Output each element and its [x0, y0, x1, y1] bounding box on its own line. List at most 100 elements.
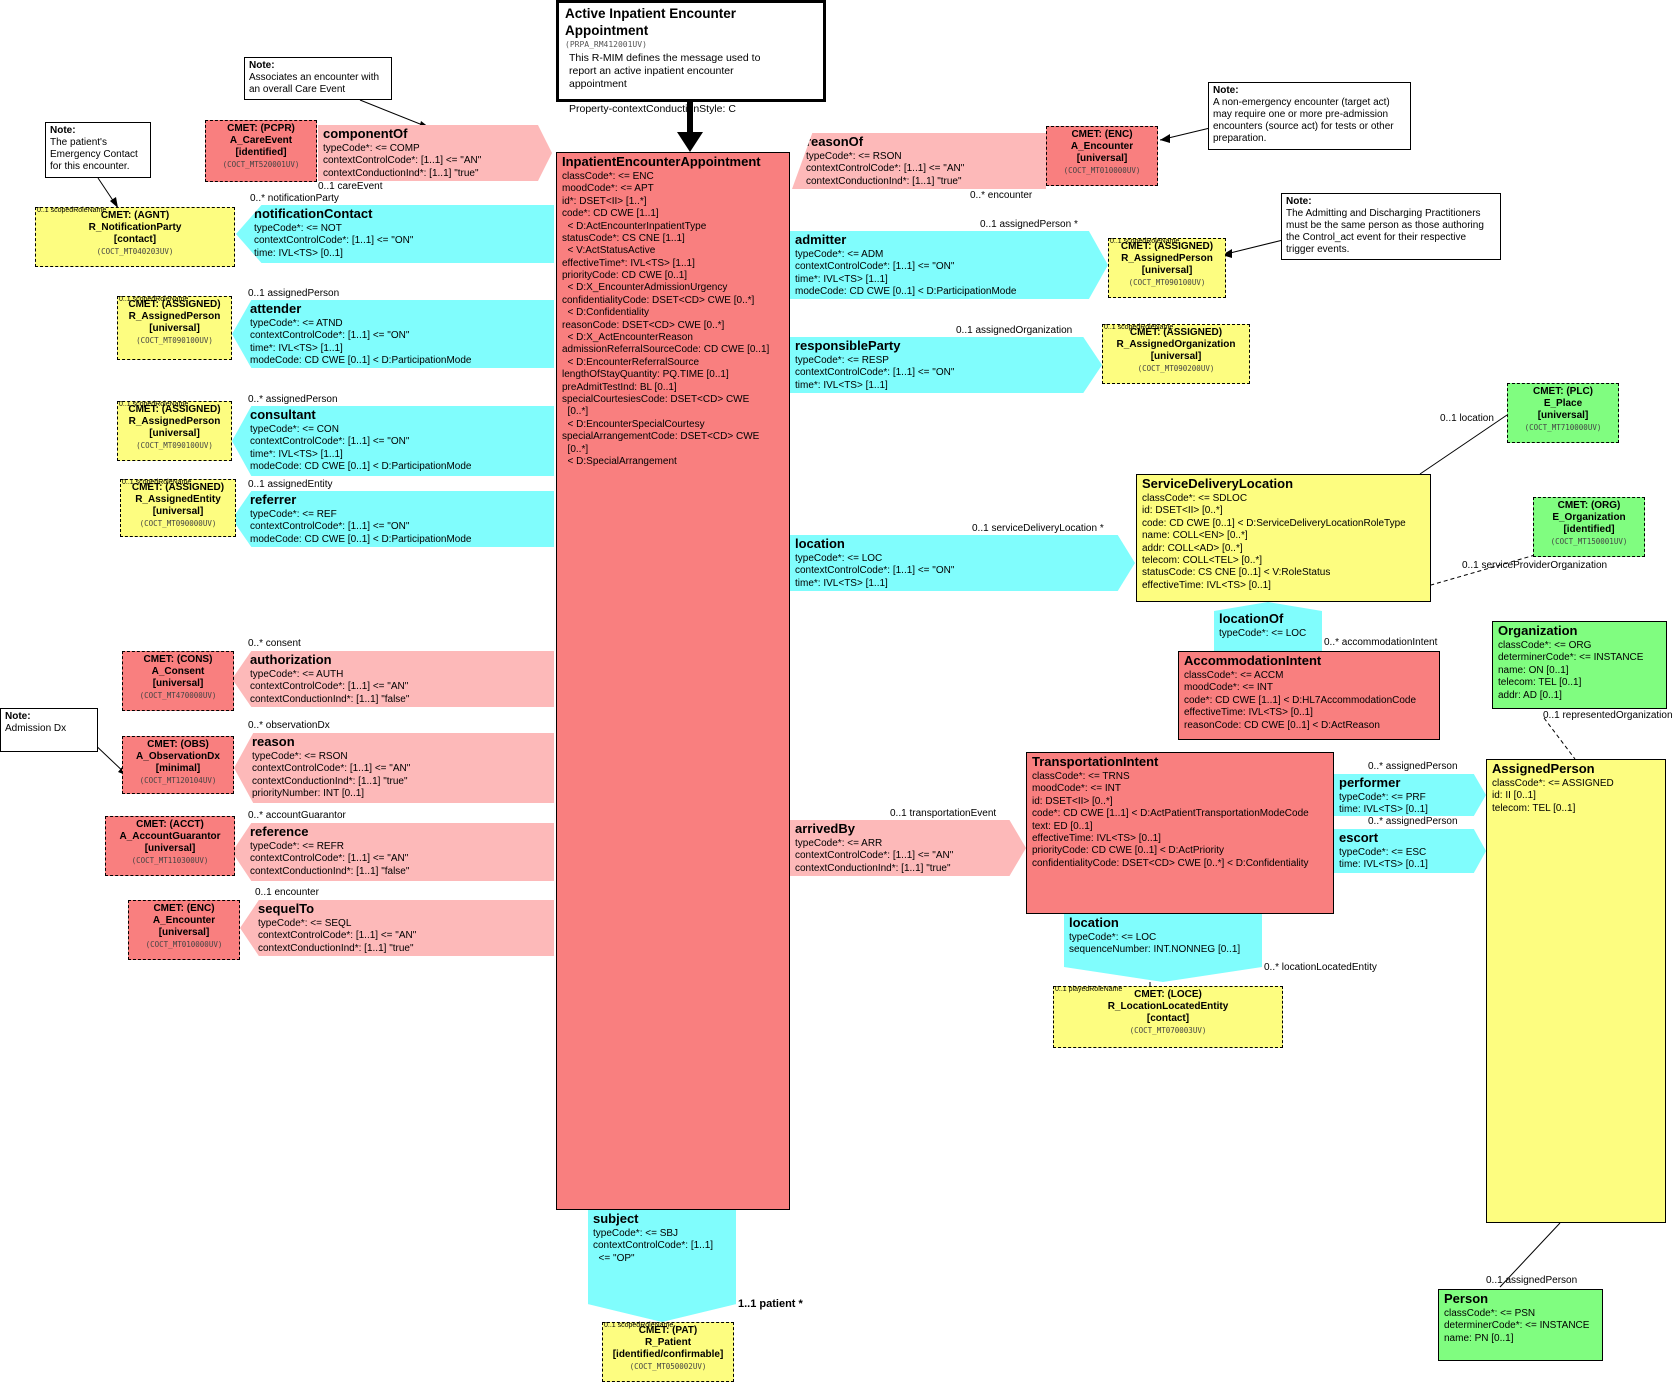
- cmet-admitter-assigned-person[interactable]: 0..1 scopedRoleName CMET: (ASSIGNED)R_As…: [1108, 238, 1226, 298]
- attribute-line: telecom: TEL [0..1]: [1498, 677, 1582, 689]
- attribute-line: specialCourtesiesCode: DSET<CD> CWE: [562, 393, 750, 405]
- attribute-line: admissionReferralSourceCode: CD CWE [0..…: [562, 344, 770, 356]
- attribute-line: classCode*: <= TRNS: [1032, 770, 1130, 782]
- attribute-line: reasonCode: DSET<CD> CWE [0..*]: [562, 319, 725, 331]
- attribute-line: classCode*: <= ACCM: [1184, 669, 1284, 681]
- cmet-care-event[interactable]: CMET: (PCPR)A_CareEvent[identified](COCT…: [205, 120, 317, 182]
- participation-consultant[interactable]: consultant typeCode*: <= CON contextCont…: [232, 406, 554, 476]
- cmet-responsible-assigned-organization[interactable]: 0..1 scopedRoleName CMET: (ASSIGNED)R_As…: [1102, 324, 1250, 384]
- attribute-line: confidentialityCode: DSET<CD> CWE [0..*]: [562, 294, 755, 306]
- participation-notification-contact[interactable]: notificationContact typeCode*: <= NOT co…: [236, 205, 554, 263]
- attribute-line: id: DSET<II> [0..*]: [1142, 505, 1223, 517]
- attribute-line: addr: AD [0..1]: [1498, 689, 1562, 701]
- participation-responsible-party[interactable]: responsibleParty typeCode*: <= RESP cont…: [790, 337, 1102, 393]
- attribute-line: < D:EncounterReferralSource: [562, 356, 700, 368]
- role-service-delivery-location: 0..1 serviceDeliveryLocation *: [972, 523, 1104, 534]
- role-patient: 1..1 patient *: [738, 1298, 803, 1310]
- participation-subject[interactable]: subject typeCode*: <= SBJ contextControl…: [588, 1210, 736, 1322]
- cmet-sequel-encounter[interactable]: CMET: (ENC)A_Encounter[universal](COCT_M…: [128, 900, 240, 960]
- attribute-line: < D:SpecialArrangement: [562, 455, 677, 467]
- attribute-line: code: CD CWE [0..1] < D:ServiceDeliveryL…: [1142, 517, 1406, 529]
- participation-location[interactable]: location typeCode*: <= LOC contextContro…: [790, 535, 1135, 591]
- role-consent: 0..* consent: [248, 638, 301, 649]
- cmet-patient[interactable]: 0..1 scopedRoleName CMET: (PAT)R_Patient…: [602, 1322, 734, 1382]
- attribute-line: id*: DSET<II> [1..*]: [562, 195, 647, 207]
- attribute-line: confidentialityCode: DSET<CD> CWE [0..*]…: [1032, 857, 1309, 869]
- attribute-line: specialArrangementCode: DSET<CD> CWE: [562, 431, 760, 443]
- role-performer-assigned-person: 0..* assignedPerson: [1368, 761, 1458, 772]
- act-relationship-reason[interactable]: reason typeCode*: <= RSON contextControl…: [234, 733, 554, 803]
- attribute-line: telecom: TEL [0..1]: [1492, 802, 1576, 814]
- cmet-observation-dx[interactable]: CMET: (OBS)A_ObservationDx[minimal](COCT…: [122, 736, 234, 794]
- role-encounter: 0..1 encounter: [255, 887, 319, 898]
- attribute-line: < D:X_EncounterAdmissionUrgency: [562, 282, 728, 294]
- participation-transport-location[interactable]: location typeCode*: <= LOC sequenceNumbe…: [1064, 914, 1262, 982]
- act-relationship-reference[interactable]: reference typeCode*: <= REFR contextCont…: [232, 823, 554, 881]
- attribute-line: statusCode*: CS CNE [1..1]: [562, 232, 685, 244]
- attribute-line: name: ON [0..1]: [1498, 664, 1569, 676]
- participation-attender[interactable]: attender typeCode*: <= ATND contextContr…: [232, 300, 554, 368]
- diagram-description: This R-MIM defines the message used to r…: [569, 51, 761, 90]
- note-care-event: Note:Associates an encounter with an ove…: [244, 57, 392, 100]
- act-relationship-sequel-to[interactable]: sequelTo typeCode*: <= SEQL contextContr…: [240, 900, 554, 956]
- attribute-line: moodCode*: <= APT: [562, 183, 654, 195]
- diagram-id: (PRPA_RM412001UV): [565, 39, 647, 49]
- attribute-line: priorityCode: CD CWE [0..1] < D:ActPrior…: [1032, 845, 1224, 857]
- attribute-line: classCode*: <= ASSIGNED: [1492, 777, 1614, 789]
- participation-referrer[interactable]: referrer typeCode*: <= REF contextContro…: [232, 491, 554, 547]
- role-consultant-assigned-person: 0..* assignedPerson: [248, 394, 338, 405]
- cmet-reason-of-encounter[interactable]: CMET: (ENC)A_Encounter[universal](COCT_M…: [1046, 126, 1158, 186]
- attribute-line: text: ED [0..1]: [1032, 820, 1093, 832]
- diagram-property: Property-contextConductionStyle: C: [569, 103, 736, 116]
- role-admitter-assigned-person: 0..1 assignedPerson *: [980, 219, 1078, 230]
- role-assigned-organization: 0..1 assignedOrganization: [956, 325, 1073, 336]
- act-relationship-component-of[interactable]: componentOf typeCode*: <= COMP contextCo…: [318, 125, 552, 181]
- cmet-consent[interactable]: CMET: (CONS)A_Consent[universal](COCT_MT…: [122, 651, 234, 711]
- cmet-attender-assigned-person[interactable]: 0..1 scopedRoleName CMET: (ASSIGNED)R_As…: [117, 296, 232, 360]
- cmet-e-place[interactable]: CMET: (PLC)E_Place[universal](COCT_MT710…: [1507, 383, 1619, 443]
- role-assigned-entity: 0..1 assignedEntity: [248, 479, 333, 490]
- note-emergency-contact: Note:The patient's Emergency Contact for…: [45, 122, 151, 178]
- cmet-location-located-entity[interactable]: 0..1 playedRoleName CMET: (LOCE)R_Locati…: [1053, 986, 1283, 1048]
- role-attender-assigned-person: 0..1 assignedPerson: [248, 288, 340, 299]
- cmet-consultant-assigned-person[interactable]: 0..1 scopedRoleName CMET: (ASSIGNED)R_As…: [117, 401, 232, 461]
- role-care-event: 0..1 careEvent: [318, 181, 383, 192]
- attribute-line: reasonCode: CD CWE [0..1] < D:ActReason: [1184, 719, 1380, 731]
- cmet-notification-party[interactable]: 0..1 scopedRoleName CMET: (AGNT)R_Notifi…: [35, 207, 235, 267]
- act-relationship-reason-of[interactable]: reasonOf typeCode*: <= RSON contextContr…: [792, 133, 1046, 189]
- participation-escort[interactable]: escort typeCode*: <= ESC time: IVL<TS> […: [1334, 829, 1486, 873]
- class-inpatient-encounter-appointment[interactable]: InpatientEncounterAppointment classCode*…: [556, 152, 790, 1210]
- participation-location-of[interactable]: locationOf typeCode*: <= LOC: [1214, 602, 1322, 652]
- class-service-delivery-location[interactable]: ServiceDeliveryLocation classCode*: <= S…: [1136, 474, 1431, 602]
- note-non-emergency: Note:A non-emergency encounter (target a…: [1208, 82, 1411, 150]
- attribute-line: id: II [0..1]: [1492, 790, 1536, 802]
- diagram-title: Active Inpatient Encounter Appointment: [565, 6, 737, 38]
- attribute-line: effectiveTime: IVL<TS> [0..1]: [1184, 707, 1313, 719]
- attribute-line: effectiveTime*: IVL<TS> [1..1]: [562, 257, 695, 269]
- note-admission-dx: Note:Admission Dx: [0, 708, 98, 752]
- attribute-line: telecom: COLL<TEL> [0..*]: [1142, 554, 1263, 566]
- attribute-line: statusCode: CS CNE [0..1] < V:RoleStatus: [1142, 567, 1331, 579]
- participation-admitter[interactable]: admitter typeCode*: <= ADM contextContro…: [790, 231, 1108, 299]
- attribute-line: name: COLL<EN> [0..*]: [1142, 530, 1248, 542]
- cmet-referrer-assigned-entity[interactable]: 0..1 scopedRoleName CMET: (ASSIGNED)R_As…: [120, 479, 236, 537]
- participation-performer[interactable]: performer typeCode*: <= PRF time: IVL<TS…: [1334, 774, 1486, 816]
- cmet-e-organization[interactable]: CMET: (ORG)E_Organization[identified](CO…: [1533, 497, 1645, 557]
- attribute-line: < V:ActStatusActive: [562, 245, 656, 257]
- attribute-line: < D:ActEncounterInpatientType: [562, 220, 707, 232]
- attribute-line: determinerCode*: <= INSTANCE: [1444, 1320, 1590, 1332]
- class-transportation-intent[interactable]: TransportationIntent classCode*: <= TRNS…: [1026, 752, 1334, 914]
- role-transportation-event: 0..1 transportationEvent: [890, 808, 997, 819]
- attribute-line: lengthOfStayQuantity: PQ.TIME [0..1]: [562, 369, 729, 381]
- act-relationship-arrived-by[interactable]: arrivedBy typeCode*: <= ARR contextContr…: [790, 820, 1026, 876]
- attribute-line: code*: CD CWE [1..1]: [562, 208, 659, 220]
- cmet-account-guarantor[interactable]: CMET: (ACCT)A_AccountGuarantor[universal…: [105, 816, 235, 876]
- attribute-line: effectiveTime: IVL<TS> [0..1]: [1032, 832, 1161, 844]
- act-relationship-authorization[interactable]: authorization typeCode*: <= AUTH context…: [232, 651, 554, 707]
